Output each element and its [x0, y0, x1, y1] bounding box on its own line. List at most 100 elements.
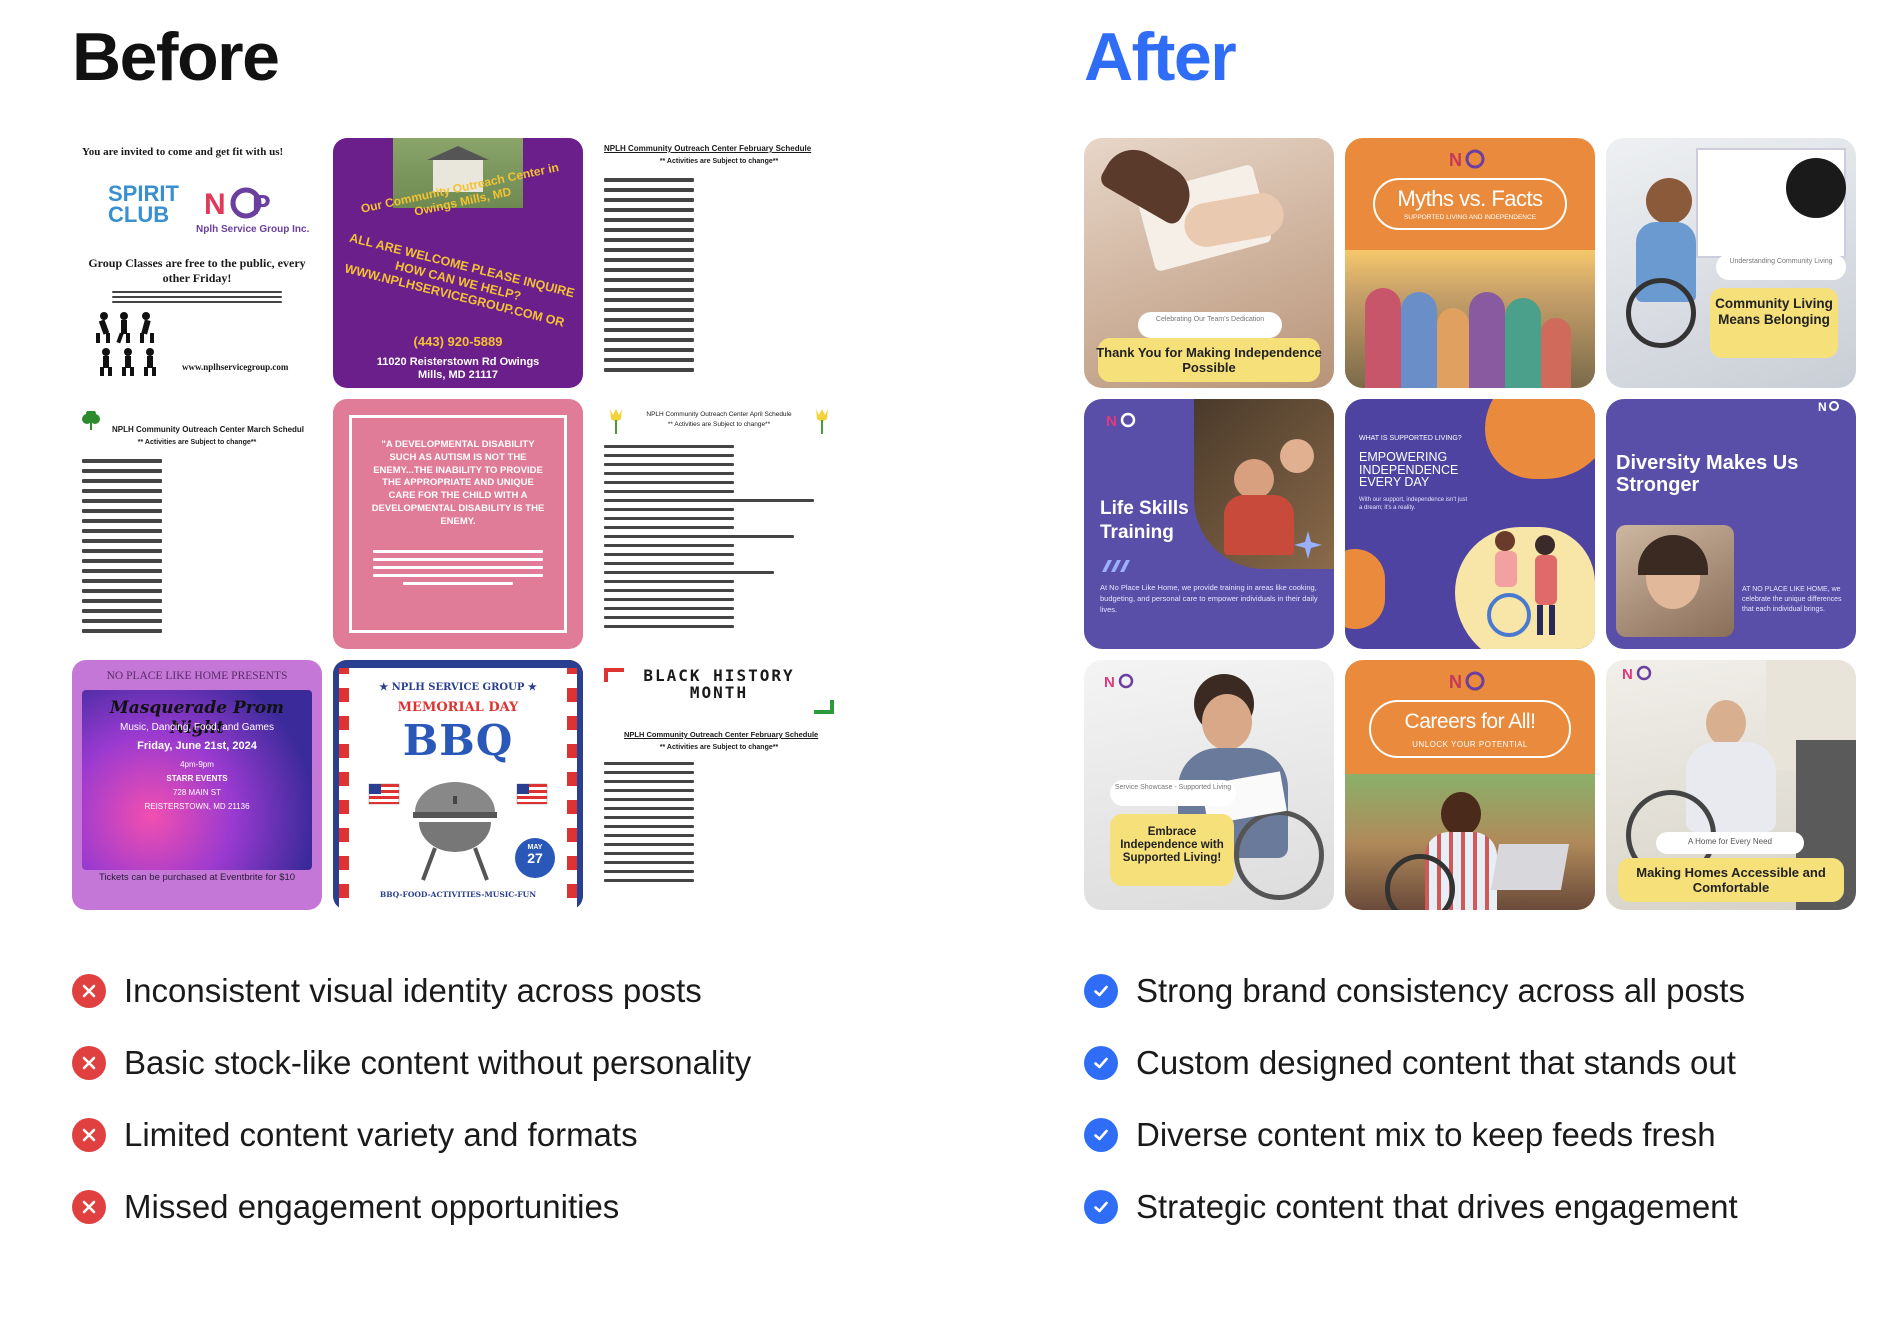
svg-text:N: N — [204, 188, 226, 221]
bbq-date-badge: MAY 27 — [515, 838, 555, 878]
nplh-logo: N — [1620, 664, 1660, 684]
thank-you-label-box — [1098, 338, 1320, 382]
life-skills-body: At No Place Like Home, we provide traini… — [1100, 583, 1318, 614]
after-bullet-text: Diverse content mix to keep feeds fresh — [1136, 1116, 1716, 1153]
check-badge-icon — [1084, 974, 1118, 1008]
after-bullet: Diverse content mix to keep feeds fresh — [1084, 1099, 1890, 1171]
homes-label: Making Homes Accessible and Comfortable — [1636, 865, 1826, 895]
x-circle-icon — [72, 1046, 106, 1080]
bhm-title: BLACK HISTORY MONTH — [643, 666, 795, 702]
fitness-flyer-body: Group Classes are free to the public, ev… — [88, 256, 306, 285]
before-post-outreach-center: Our Community Outreach Center in Owings … — [333, 138, 583, 388]
after-post-empowering: WHAT IS SUPPORTED LIVING? EMPOWERING IND… — [1345, 399, 1595, 649]
svg-text:N: N — [1106, 413, 1117, 430]
before-bullet: Inconsistent visual identity across post… — [72, 955, 892, 1027]
after-post-myths-facts: N Myths vs. Facts SUPPORTED LIVING AND I… — [1345, 138, 1595, 388]
wheelchair-photo — [1626, 278, 1696, 348]
prom-presenter: NO PLACE LIKE HOME PRESENTS — [106, 670, 288, 682]
homes-label-box — [1618, 858, 1844, 902]
nplh-logo: N — [1104, 411, 1144, 431]
before-post-memorial-bbq: ★ NPLH SERVICE GROUP ★ MEMORIAL DAY BBQ … — [333, 660, 583, 910]
homes-small-label: A Home for Every Need — [1656, 832, 1804, 854]
prom-date: Friday, June 21st, 2024 — [137, 740, 257, 752]
office-photo — [1345, 774, 1595, 910]
after-column: After Celebrating Our Team's Dedication … — [1084, 0, 1884, 1324]
bhm-lines — [604, 756, 694, 888]
myths-title-pill — [1373, 178, 1567, 230]
nplh-brand-name: Nplh Service Group Inc. — [196, 224, 310, 235]
before-bullet: Basic stock-like content without persona… — [72, 1027, 892, 1099]
april-schedule-note: ** Activities are Subject to change** — [667, 421, 771, 428]
usa-flag-icon — [367, 780, 407, 810]
before-bullet: Missed engagement opportunities — [72, 1171, 892, 1243]
wheelchair-illustration-icon — [1465, 519, 1575, 639]
careers-subtitle: UNLOCK YOUR POTENTIAL — [1412, 740, 1528, 749]
feb-schedule-note: ** Activities are Subject to change** — [659, 158, 779, 165]
person-photo — [1646, 178, 1692, 224]
before-bullet-text: Limited content variety and formats — [124, 1116, 638, 1153]
check-badge-icon — [1084, 1046, 1118, 1080]
march-schedule-title: NPLH Community Outreach Center March Sch… — [112, 425, 305, 434]
before-post-black-history: BLACK HISTORY MONTH NPLH Community Outre… — [594, 660, 844, 910]
orange-blob — [1485, 399, 1595, 479]
before-post-pink-quote: "A DEVELOPMENTAL DISABILITY SUCH AS AUTI… — [333, 399, 583, 649]
svg-text:N: N — [1104, 674, 1115, 691]
fitness-flyer-url: www.nplhservicegroup.com — [182, 362, 289, 372]
svg-text:N: N — [1818, 400, 1827, 413]
outreach-phone: (443) 920-5889 — [413, 334, 503, 349]
march-schedule-note: ** Activities are Subject to change** — [137, 439, 257, 446]
shamrock-icon — [80, 409, 102, 431]
after-post-accessible-homes: N A Home for Every Need Making Homes Acc… — [1606, 660, 1856, 910]
wheelchair-photo — [1234, 810, 1324, 900]
before-bullet-list: Inconsistent visual identity across post… — [72, 955, 892, 1243]
after-bullet: Strategic content that drives engagement — [1084, 1171, 1890, 1243]
before-post-fitness-flyer: You are invited to come and get fit with… — [72, 138, 322, 388]
quote-text-continued — [373, 545, 543, 590]
svg-text:P: P — [252, 189, 271, 220]
before-post-grid: You are invited to come and get fit with… — [72, 138, 844, 910]
check-badge-icon — [1084, 1190, 1118, 1224]
before-post-feb-schedule: NPLH Community Outreach Center February … — [594, 138, 844, 388]
library-photo — [1194, 399, 1334, 569]
after-bullet: Strong brand consistency across all post… — [1084, 955, 1890, 1027]
quote-text: "A DEVELOPMENTAL DISABILITY SUCH AS AUTI… — [371, 439, 545, 527]
before-heading: Before — [72, 19, 280, 95]
prom-title: Masquerade Prom Night — [109, 698, 285, 738]
myths-title: Myths vs. Facts — [1397, 186, 1543, 211]
empowering-title: EMPOWERING INDEPENDENCE EVERY DAY — [1359, 450, 1459, 489]
x-circle-icon — [72, 1118, 106, 1152]
before-bullet-text: Missed engagement opportunities — [124, 1188, 620, 1225]
orange-blob — [1345, 549, 1385, 629]
before-column: Before You are invited to come and get f… — [72, 0, 872, 1324]
april-schedule-lines — [604, 439, 814, 634]
after-bullet-list: Strong brand consistency across all post… — [1084, 955, 1890, 1243]
outreach-body: ALL ARE WELCOME PLEASE INQUIRE HOW CAN W… — [343, 230, 576, 330]
embrace-label-box — [1110, 814, 1234, 886]
diversity-body: AT NO PLACE LIKE HOME, we celebrate the … — [1742, 586, 1842, 613]
before-post-april-schedule: NPLH Community Outreach Center April Sch… — [594, 399, 844, 649]
empowering-body: With our support, independence isn't jus… — [1359, 497, 1468, 511]
flag-band-right — [577, 660, 583, 910]
after-bullet-text: Strong brand consistency across all post… — [1136, 972, 1745, 1009]
sparkle-icon — [1294, 531, 1322, 559]
nplh-logo: N — [1445, 148, 1495, 172]
after-post-embrace: N Service Showcase - Supported Living Em… — [1084, 660, 1334, 910]
diversity-title: Diversity Makes Us Stronger — [1616, 452, 1799, 496]
after-post-community-living: Understanding Community Living Community… — [1606, 138, 1856, 388]
prom-venue: STARR EVENTS — [166, 774, 228, 783]
x-circle-icon — [72, 1190, 106, 1224]
community-small-label: Understanding Community Living — [1716, 254, 1846, 280]
flag-band-top — [333, 660, 583, 668]
april-schedule-title: NPLH Community Outreach Center April Sch… — [646, 411, 792, 418]
life-skills-title: Life Skills Training — [1100, 498, 1189, 543]
embrace-label: Embrace Independence with Supported Livi… — [1120, 826, 1224, 865]
flag-band-left — [333, 660, 339, 910]
before-bullet-text: Basic stock-like content without persona… — [124, 1044, 752, 1081]
after-bullet-text: Strategic content that drives engagement — [1136, 1188, 1738, 1225]
march-schedule-lines — [82, 453, 162, 639]
nplh-logo: N — [1816, 399, 1846, 414]
feb-schedule-lines — [604, 172, 694, 378]
bhm-subtitle: NPLH Community Outreach Center February … — [624, 730, 819, 739]
outreach-address: 11020 Reisterstown Rd Owings Mills, MD 2… — [376, 356, 540, 382]
